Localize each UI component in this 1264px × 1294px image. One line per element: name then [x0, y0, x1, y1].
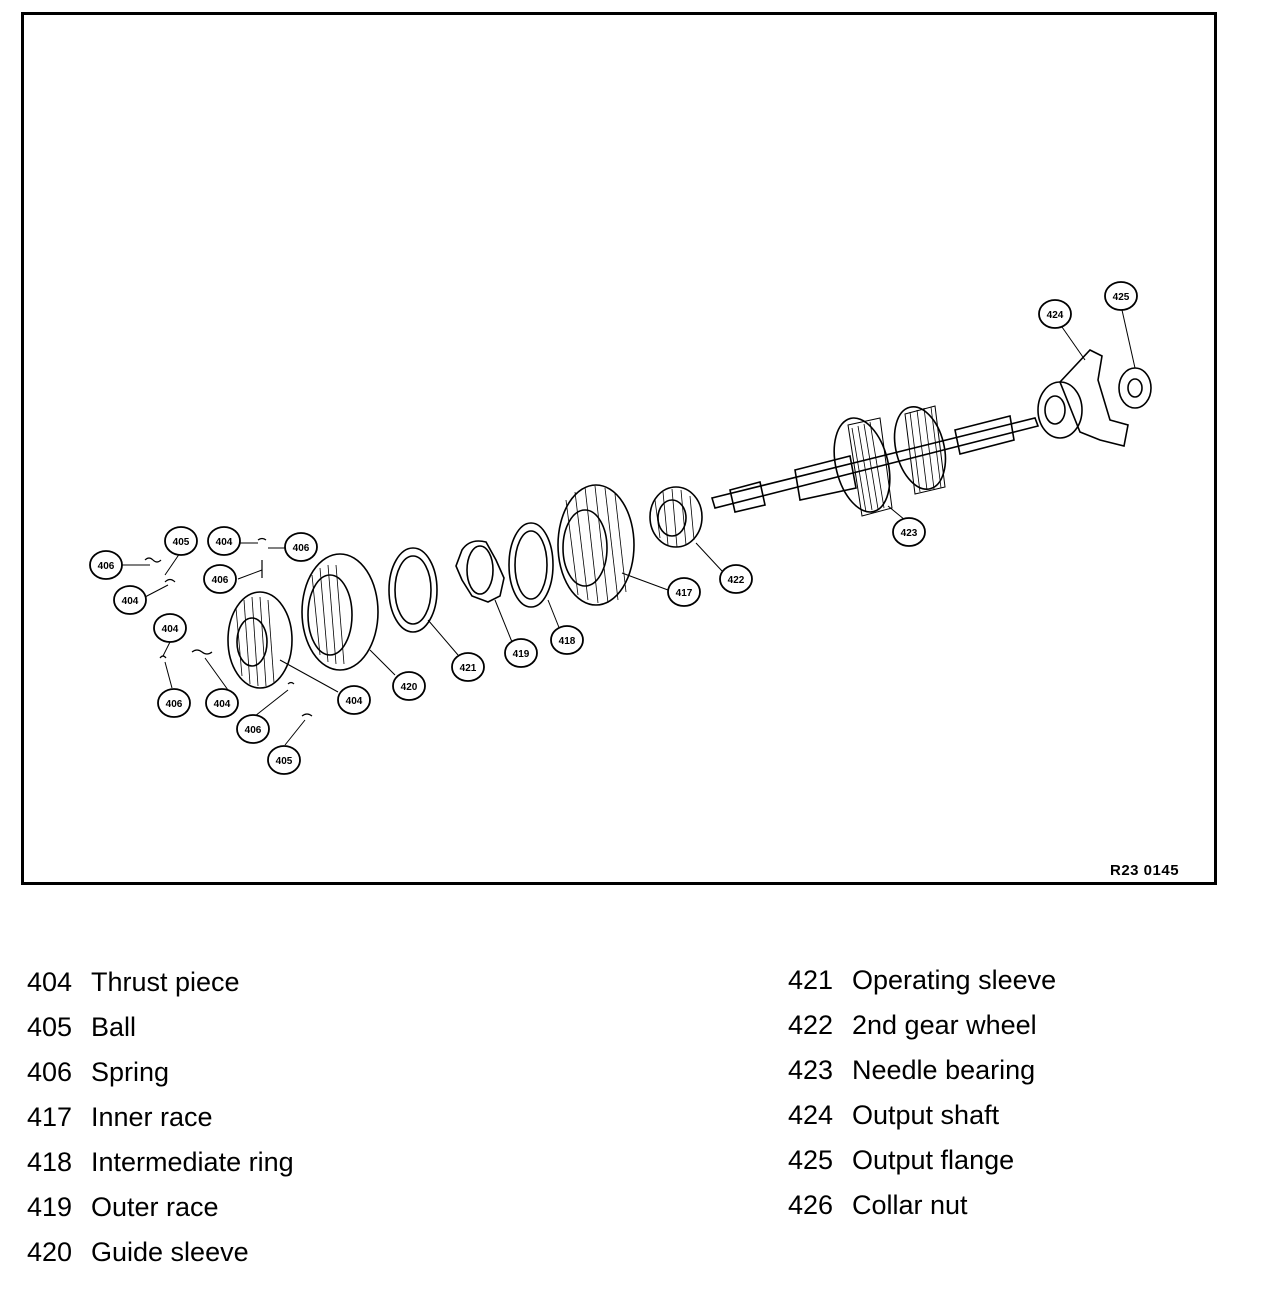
legend-part-label: Collar nut: [852, 1190, 968, 1220]
parts-legend-left: 404 Thrust piece 405 Ball 406 Spring 417 Inner …: [27, 960, 294, 1275]
legend-part-label: Output flange: [852, 1145, 1015, 1175]
legend-part-number: 406: [27, 1057, 73, 1087]
legend-item: 406 Spring: [27, 1050, 294, 1095]
legend-part-number: 422: [788, 1010, 834, 1040]
legend-part-number: 405: [27, 1012, 73, 1042]
legend-part-label: Thrust piece: [91, 967, 240, 997]
legend-part-number: 424: [788, 1100, 834, 1130]
parts-legend-right: 421 Operating sleeve 422 2nd gear wheel 423 N…: [788, 958, 1056, 1228]
legend-part-label: Needle bearing: [852, 1055, 1036, 1085]
legend-item: 419 Outer race: [27, 1185, 294, 1230]
legend-part-number: 417: [27, 1102, 73, 1132]
legend-part-number: 425: [788, 1145, 834, 1175]
legend-item: 420 Guide sleeve: [27, 1230, 294, 1275]
legend-part-label: Output shaft: [852, 1100, 1000, 1130]
legend-item: 421 Operating sleeve: [788, 958, 1056, 1003]
legend-item: 422 2nd gear wheel: [788, 1003, 1056, 1048]
legend-item: 426 Collar nut: [788, 1183, 1056, 1228]
legend-item: 404 Thrust piece: [27, 960, 294, 1005]
legend-part-label: Guide sleeve: [91, 1237, 249, 1267]
legend-part-number: 404: [27, 967, 73, 997]
legend-part-label: 2nd gear wheel: [852, 1010, 1037, 1040]
legend-item: 418 Intermediate ring: [27, 1140, 294, 1185]
legend-part-number: 423: [788, 1055, 834, 1085]
legend-part-label: Ball: [91, 1012, 137, 1042]
figure-id: R23 0145: [1110, 862, 1180, 879]
legend-part-number: 420: [27, 1237, 73, 1267]
legend-part-number: 418: [27, 1147, 73, 1177]
legend-part-number: 426: [788, 1190, 834, 1220]
legend-part-label: Outer race: [91, 1192, 219, 1222]
legend-part-number: 419: [27, 1192, 73, 1222]
legend-item: 423 Needle bearing: [788, 1048, 1056, 1093]
legend-item: 424 Output shaft: [788, 1093, 1056, 1138]
legend-part-label: Intermediate ring: [91, 1147, 294, 1177]
legend-part-label: Spring: [91, 1057, 170, 1087]
legend-part-label: Operating sleeve: [852, 965, 1057, 995]
legend-item: 405 Ball: [27, 1005, 294, 1050]
legend-item: 425 Output flange: [788, 1138, 1056, 1183]
diagram-frame: [21, 12, 1217, 885]
legend-part-number: 421: [788, 965, 834, 995]
legend-item: 417 Inner race: [27, 1095, 294, 1140]
legend-part-label: Inner race: [91, 1102, 213, 1132]
